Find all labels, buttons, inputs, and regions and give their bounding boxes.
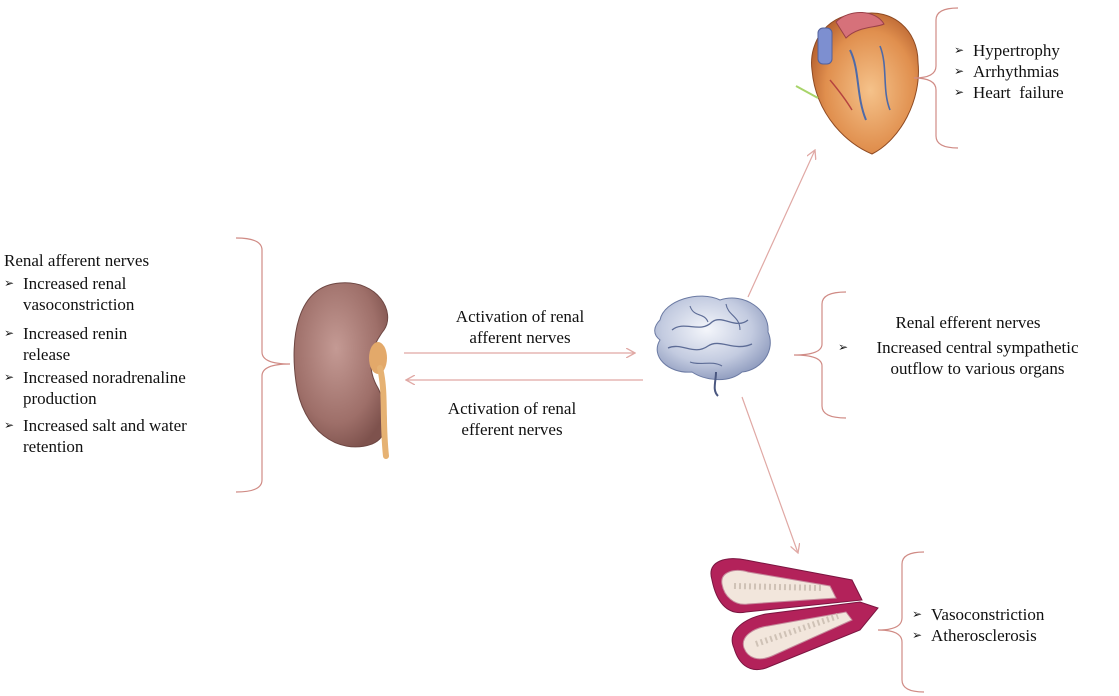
- list-item: ➢Vasoconstriction: [912, 604, 1044, 625]
- heart-panel-list: ➢Hypertrophy ➢Arrhythmias ➢Heart failure: [954, 40, 1064, 103]
- heart-panel: ➢Hypertrophy ➢Arrhythmias ➢Heart failure: [954, 40, 1064, 103]
- bullet-icon: ➢: [4, 323, 14, 344]
- brain-to-vessel-arrow: [742, 397, 798, 553]
- bullet-icon: ➢: [954, 82, 964, 103]
- brain-panel-heading: Renal efferent nerves: [838, 312, 1098, 333]
- bullet-icon: ➢: [4, 367, 14, 388]
- brain-panel: Renal efferent nerves ➢Increased central…: [838, 312, 1098, 379]
- brain-to-heart-arrow: [748, 150, 815, 297]
- vessel-panel-list: ➢Vasoconstriction ➢Atherosclerosis: [912, 604, 1044, 646]
- efferent-label: Activation of renal efferent nerves: [412, 398, 612, 440]
- left-panel-heading: Renal afferent nerves: [4, 250, 187, 271]
- bullet-icon: ➢: [954, 61, 964, 82]
- brain-icon: [655, 296, 771, 396]
- heart-icon: [796, 12, 918, 154]
- bullet-icon: ➢: [912, 625, 922, 646]
- bullet-icon: ➢: [4, 273, 14, 294]
- bullet-icon: ➢: [954, 40, 964, 61]
- heart-bracket: [914, 8, 958, 148]
- list-item: ➢Atherosclerosis: [912, 625, 1044, 646]
- blood-vessel-icon: [711, 559, 878, 670]
- bullet-icon: ➢: [4, 415, 14, 436]
- list-item: ➢Arrhythmias: [954, 61, 1064, 82]
- list-item: ➢Hypertrophy: [954, 40, 1064, 61]
- afferent-label: Activation of renal afferent nerves: [420, 306, 620, 348]
- bullet-icon: ➢: [838, 337, 848, 358]
- bullet-icon: ➢: [912, 604, 922, 625]
- kidney-icon: [294, 283, 388, 456]
- list-item: ➢Heart failure: [954, 82, 1064, 103]
- left-bracket: [236, 238, 290, 492]
- vessel-panel: ➢Vasoconstriction ➢Atherosclerosis: [912, 604, 1044, 646]
